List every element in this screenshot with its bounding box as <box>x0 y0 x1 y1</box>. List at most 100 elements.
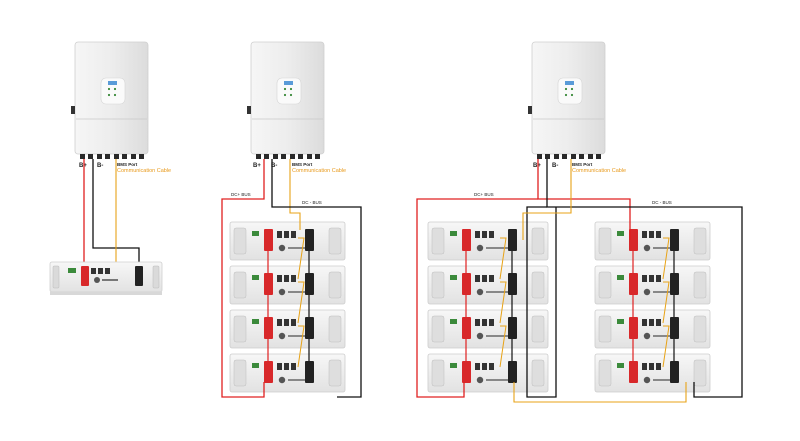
display-screen <box>108 81 117 85</box>
communication-jumper <box>662 237 670 280</box>
terminal-black <box>305 361 314 383</box>
battery-module <box>594 353 711 393</box>
right-handle <box>693 227 707 255</box>
dc-plus-bus-cable <box>537 159 631 240</box>
terminal-black <box>305 229 314 251</box>
communication-jumper <box>499 237 507 280</box>
communication-cable-label: Communication Cable <box>572 168 626 174</box>
brand-strip <box>653 335 675 337</box>
battery-body <box>229 309 346 349</box>
terminal-black <box>305 317 314 339</box>
comm-port <box>649 231 654 238</box>
right-handle <box>328 271 342 299</box>
comm-port <box>489 275 494 282</box>
right-handle <box>531 315 545 343</box>
bms-port-label: BMS Port <box>572 162 593 167</box>
comm-port <box>642 319 647 326</box>
brand-strip <box>288 379 310 381</box>
battery-body <box>427 221 549 261</box>
battery-module <box>594 265 711 305</box>
comm-port <box>649 363 654 370</box>
terminal-red <box>462 317 471 339</box>
bplus-label: B+ <box>253 163 261 169</box>
terminal-black <box>670 229 679 251</box>
indicator-led <box>107 87 111 91</box>
terminal-red <box>264 229 273 251</box>
dc-minus-bus-cable <box>271 159 362 398</box>
comm-port <box>656 275 661 282</box>
status-indicator <box>617 231 624 236</box>
comm-port <box>284 231 289 238</box>
battery-stack-3a <box>427 221 549 393</box>
side-handle <box>71 106 75 114</box>
comm-port <box>656 363 661 370</box>
comm-port <box>656 319 661 326</box>
brand-strip <box>486 335 508 337</box>
terminal-black <box>508 361 517 383</box>
bplus-label: B+ <box>79 163 87 169</box>
right-handle <box>531 271 545 299</box>
communication-cable <box>289 159 301 230</box>
display-panel <box>100 77 126 105</box>
indicator-led <box>107 93 111 97</box>
left-handle <box>598 271 612 299</box>
left-handle <box>431 227 445 255</box>
dc-plus-bus-cable <box>416 198 538 398</box>
comm-port <box>649 319 654 326</box>
terminal-black <box>670 273 679 295</box>
communication-cable-label: Communication Cable <box>117 168 171 174</box>
left-handle <box>598 315 612 343</box>
right-handle <box>531 359 545 387</box>
display-panel <box>276 77 302 105</box>
terminal-black <box>135 266 143 286</box>
brand-strip <box>653 291 675 293</box>
left-handle <box>233 271 247 299</box>
dc-minus-bus-label: DC - BUS <box>302 200 322 205</box>
comm-port <box>277 275 282 282</box>
battery-body <box>427 353 549 393</box>
power-button <box>278 288 286 296</box>
terminal-black <box>508 273 517 295</box>
terminal-black <box>508 229 517 251</box>
inverter-1 <box>71 41 149 159</box>
battery-module <box>229 353 346 393</box>
display-panel <box>557 77 583 105</box>
terminal-black <box>670 317 679 339</box>
comm-port <box>277 363 282 370</box>
comm-port <box>291 231 296 238</box>
right-handle <box>693 315 707 343</box>
dc-minus-bus-cable <box>526 206 557 398</box>
dc-minus-bus-label: DC - BUS <box>652 200 672 205</box>
communication-cable <box>522 159 572 240</box>
terminal-red <box>462 273 471 295</box>
comm-port <box>291 319 296 326</box>
battery-module <box>427 309 549 349</box>
status-indicator <box>252 275 259 280</box>
comm-port <box>277 231 282 238</box>
battery-module <box>594 221 711 261</box>
status-indicator <box>252 363 259 368</box>
comm-port <box>482 363 487 370</box>
comm-port <box>642 363 647 370</box>
comm-port <box>489 231 494 238</box>
comm-port <box>475 275 480 282</box>
bminus-label: B- <box>552 163 558 169</box>
terminal-black <box>305 273 314 295</box>
comm-port <box>284 363 289 370</box>
power-button <box>643 288 651 296</box>
battery-module <box>594 309 711 349</box>
communication-jumper <box>499 281 507 324</box>
comm-port <box>284 275 289 282</box>
battery-module <box>427 221 549 261</box>
brand-strip <box>486 379 508 381</box>
terminal-red <box>264 361 273 383</box>
dc-minus-bus-cable <box>546 159 743 398</box>
battery-body <box>594 265 711 305</box>
battery-stack-2 <box>229 159 346 393</box>
terminal-red <box>264 317 273 339</box>
inverter-3 <box>528 41 606 159</box>
comm-port <box>649 275 654 282</box>
comm-port <box>642 275 647 282</box>
status-indicator <box>617 275 624 280</box>
